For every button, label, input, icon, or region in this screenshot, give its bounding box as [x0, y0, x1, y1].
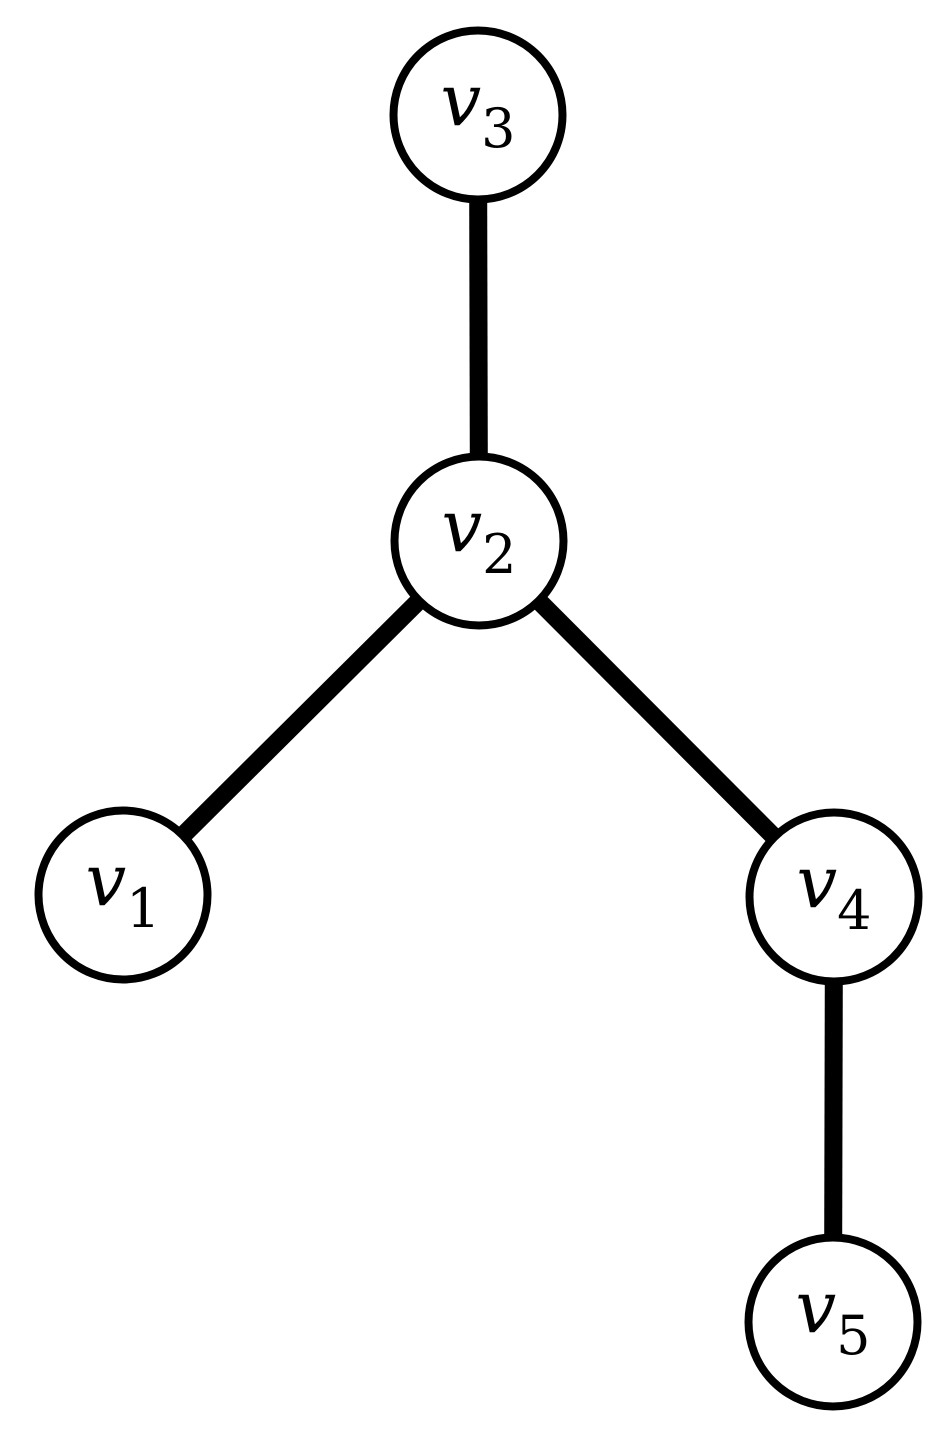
graph-node-v1: v1 [34, 806, 212, 984]
graph-node-v4: v4 [745, 808, 923, 986]
node-label-v1: v1 [85, 838, 160, 940]
node-circle-v1 [34, 806, 212, 984]
graph-node-v3: v3 [389, 26, 567, 204]
graph-node-v5: v5 [744, 1233, 922, 1411]
node-circle-v2 [390, 452, 568, 630]
graph-node-v2: v2 [390, 452, 568, 630]
node-circle-v4 [745, 808, 923, 986]
node-label-v4: v4 [796, 840, 871, 942]
node-label-v3: v3 [440, 58, 515, 160]
node-label-v2: v2 [441, 484, 516, 586]
node-circle-v5 [744, 1233, 922, 1411]
node-label-v5: v5 [795, 1265, 870, 1367]
node-circle-v3 [389, 26, 567, 204]
